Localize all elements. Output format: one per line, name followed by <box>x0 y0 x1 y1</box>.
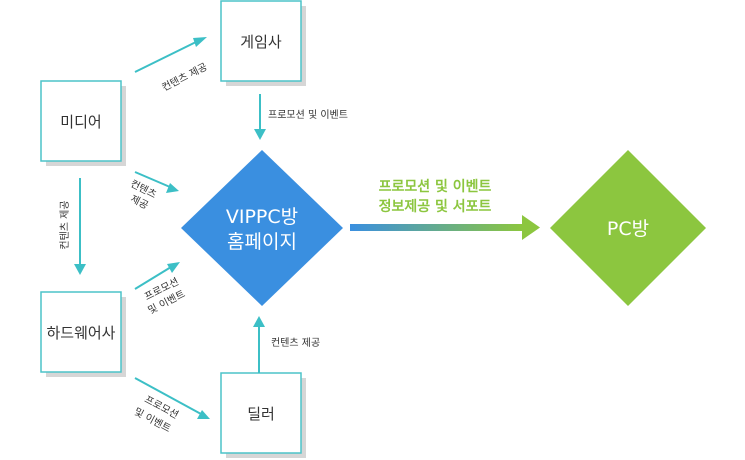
box-frame <box>40 291 122 373</box>
node-label-dealer: 딜러 <box>247 405 275 423</box>
arrow-media-to-hardware <box>74 178 86 275</box>
arrow-vippc-to-pcbang <box>350 215 540 240</box>
main-arrow-shaft <box>350 224 522 231</box>
box-media: 미디어 <box>40 80 126 166</box>
node-label-media: 미디어 <box>60 113 101 131</box>
pcbang-label: PC방 <box>607 218 649 240</box>
arrow-dealer-to-vippc <box>253 316 265 373</box>
diamond-shape <box>550 150 706 306</box>
arrow-hardware-to-vippc <box>134 262 180 290</box>
edge-label-dealer-to-vippc: 컨텐츠 제공 <box>271 337 320 349</box>
arrow-hardware-to-dealer <box>134 377 210 419</box>
main-label-line1: 프로모션 및 이벤트 <box>379 178 492 195</box>
node-label-hardware: 하드웨어사 <box>46 324 115 342</box>
box-hardware: 하드웨어사 <box>40 291 126 377</box>
arrow-media-to-game <box>134 37 207 73</box>
edge-label-media-to-game: 컨텐츠 제공 <box>160 61 209 94</box>
vippc-label-line1: VIPPC방 <box>226 206 298 228</box>
arrow-media-to-vippc <box>134 171 179 193</box>
node-label-game: 게임사 <box>240 33 282 51</box>
vippc-label-line2: 홈페이지 <box>227 231 297 253</box>
main-arrow-head <box>522 215 540 240</box>
diamond-vippc: VIPPC방 홈페이지 <box>181 150 343 306</box>
edge-label-game-to-vippc: 프로모션 및 이벤트 <box>268 109 348 121</box>
box-frame <box>220 0 302 82</box>
box-game: 게임사 <box>220 0 306 86</box>
box-frame <box>40 80 122 162</box>
edge-label-media-to-hardware: 컨텐츠 제공 <box>59 200 71 249</box>
diamond-shape <box>181 150 343 306</box>
arrow-game-to-vippc <box>254 94 266 140</box>
diamond-pcbang: PC방 <box>550 150 706 306</box>
box-frame <box>220 372 302 454</box>
main-label-line2: 정보제공 및 서포트 <box>379 198 492 215</box>
box-dealer: 딜러 <box>220 372 306 458</box>
